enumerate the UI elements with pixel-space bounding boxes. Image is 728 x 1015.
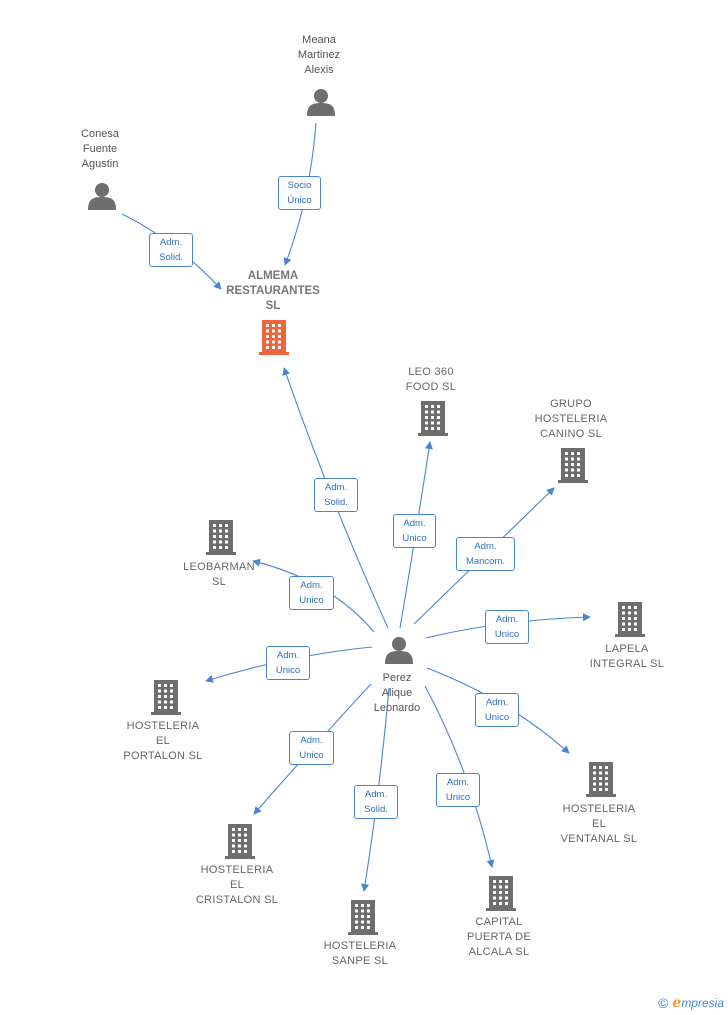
person-icon xyxy=(88,183,116,210)
building-icon xyxy=(348,900,378,935)
building-icon xyxy=(558,448,588,483)
edge-label-adm-solid[interactable]: Adm. Solid. xyxy=(149,233,193,267)
copyright-icon: © xyxy=(658,995,669,1011)
company-label-sanpe[interactable]: HOSTELERIA SANPE SL xyxy=(323,940,397,967)
company-label-cristalon[interactable]: HOSTELERIA EL CRISTALON SL xyxy=(195,864,279,906)
center-person-label[interactable]: Perez Alique Leonardo xyxy=(373,672,421,714)
company-label-lapela[interactable]: LAPELA INTEGRAL SL xyxy=(589,643,665,670)
edge-label-adm-solid[interactable]: Adm. Solid. xyxy=(354,785,398,819)
building-icon xyxy=(151,680,181,715)
edge-label-adm-unico[interactable]: Adm. Unico xyxy=(289,731,334,765)
company-label-portalon[interactable]: HOSTELERIA EL PORTALON SL xyxy=(123,720,203,762)
edge-label-adm-unico[interactable]: Adm. Unico xyxy=(436,773,480,807)
company-label-leo360[interactable]: LEO 360 FOOD SL xyxy=(405,366,457,393)
brand-logo[interactable]: empresia xyxy=(672,995,724,1011)
company-label-canino[interactable]: GRUPO HOSTELERIA CANINO SL xyxy=(534,398,608,440)
building-icon xyxy=(418,401,448,436)
edge-label-adm-unico[interactable]: Adm. Unico xyxy=(393,514,436,548)
edge-label-adm-unico[interactable]: Adm. Unico xyxy=(475,693,519,727)
footer-brand: © empresia xyxy=(658,995,724,1011)
person-label-conesa[interactable]: Conesa Fuente Agustin xyxy=(81,128,119,170)
edge-label-adm-unico[interactable]: Adm. Unico xyxy=(289,576,334,610)
building-icon xyxy=(615,602,645,637)
company-label-leobarman[interactable]: LEOBARMAN SL xyxy=(183,561,255,588)
building-icon xyxy=(206,520,236,555)
edge-label-adm-unico[interactable]: Adm. Unico xyxy=(485,610,529,644)
main-building-icon xyxy=(259,320,289,355)
edge-label-adm-solid[interactable]: Adm. Solid. xyxy=(314,478,358,512)
company-label-capital[interactable]: CAPITAL PUERTA DE ALCALA SL xyxy=(466,916,532,958)
edge-label-adm-unico[interactable]: Adm. Unico xyxy=(266,646,310,680)
main-company-label[interactable]: ALMEMA RESTAURANTES SL xyxy=(226,270,320,312)
building-icon xyxy=(486,876,516,911)
person-label-meana[interactable]: Meana Martinez Alexis xyxy=(297,34,341,76)
company-label-ventanal[interactable]: HOSTELERIA EL VENTANAL SL xyxy=(560,803,638,845)
building-icon xyxy=(586,762,616,797)
building-icon xyxy=(225,824,255,859)
edge-label-socio-unico[interactable]: Socio Único xyxy=(278,176,321,210)
person-icon xyxy=(385,637,413,664)
person-icon xyxy=(307,89,335,116)
edge-label-adm-mancom[interactable]: Adm. Mancom. xyxy=(456,537,515,571)
